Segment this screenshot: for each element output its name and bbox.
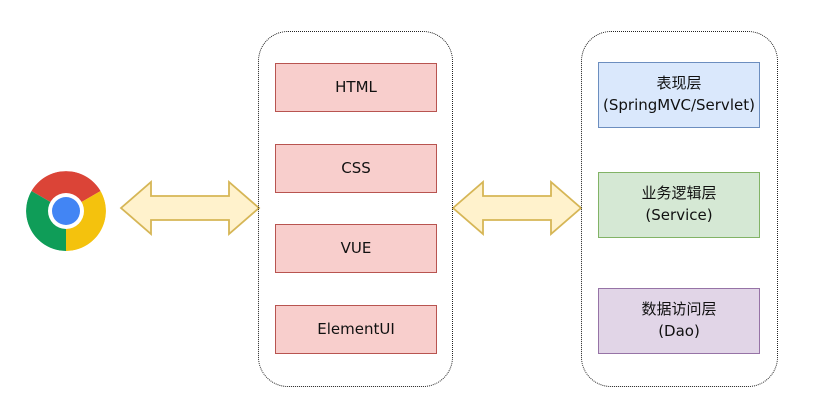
frontend-item-elementui: ElementUI bbox=[275, 305, 437, 354]
layer-data-access-sub: (Dao) bbox=[658, 322, 700, 340]
layer-business-name: 业务逻辑层 bbox=[641, 184, 717, 203]
layer-business-sub: (Service) bbox=[645, 206, 713, 224]
frontend-group bbox=[258, 31, 453, 387]
layer-data-access: 数据访问层 (Dao) bbox=[598, 288, 760, 354]
backend-group bbox=[581, 31, 778, 387]
frontend-item-vue: VUE bbox=[275, 224, 437, 273]
double-arrow-left bbox=[119, 180, 261, 236]
double-arrow-right bbox=[451, 180, 583, 236]
frontend-item-html: HTML bbox=[275, 63, 437, 112]
layer-data-access-name: 数据访问层 bbox=[641, 300, 717, 319]
layer-presentation-name: 表现层 bbox=[656, 74, 702, 93]
layer-presentation: 表现层 (SpringMVC/Servlet) bbox=[598, 62, 760, 128]
frontend-item-css: CSS bbox=[275, 144, 437, 193]
layer-business: 业务逻辑层 (Service) bbox=[598, 172, 760, 238]
chrome-icon bbox=[26, 171, 106, 251]
layer-presentation-sub: (SpringMVC/Servlet) bbox=[603, 96, 755, 114]
